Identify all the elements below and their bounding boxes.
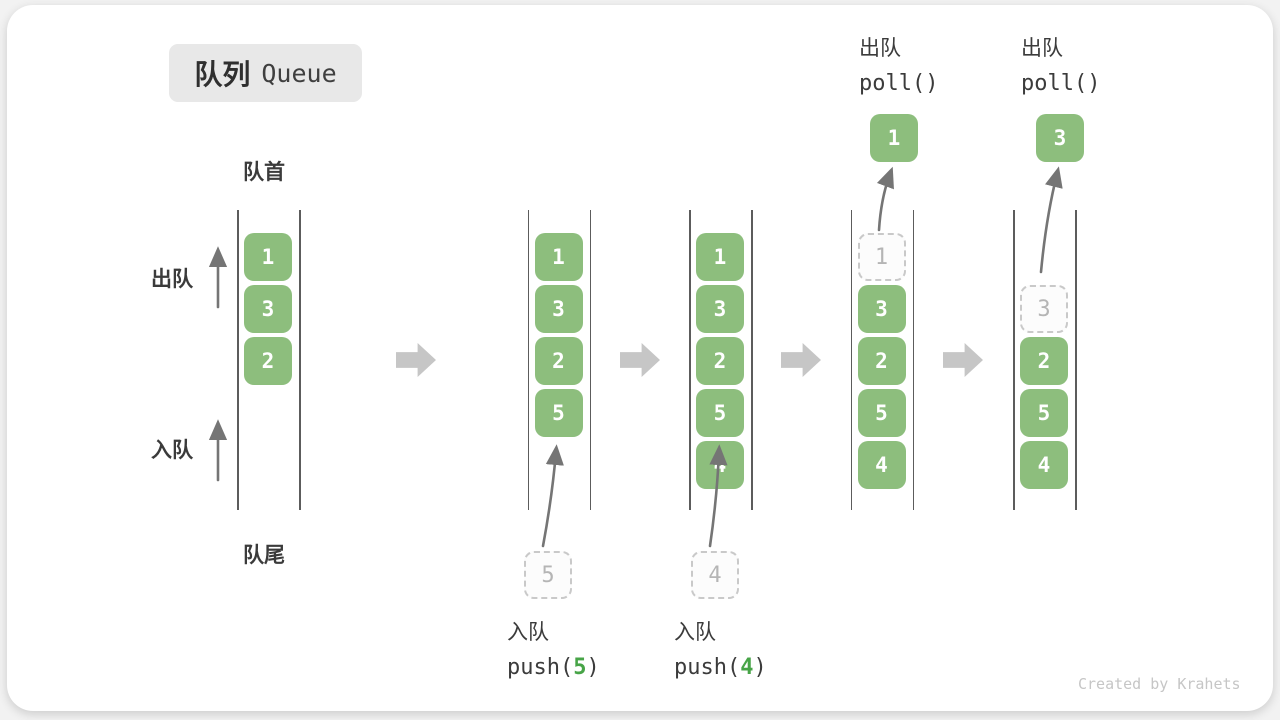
poll-annotation-1: 出队 poll() — [859, 32, 938, 96]
title-zh: 队列 — [194, 59, 251, 90]
poll-annotation-2: 出队 poll() — [1021, 32, 1100, 96]
queue-item: 3 — [857, 285, 906, 333]
queue-item: 2 — [534, 337, 583, 385]
queue-item: 1 — [534, 233, 583, 281]
queue-wall-right-1 — [299, 210, 301, 510]
queue-front-label: 队首 — [243, 161, 285, 184]
queue-wall-right-4 — [912, 210, 914, 510]
poll-code: poll() — [1021, 71, 1101, 96]
queue-item: 5 — [857, 389, 906, 437]
poll-arrow-icon-2 — [1039, 166, 1063, 274]
push-code-arg: 5 — [573, 655, 587, 680]
poll-result-box-2: 3 — [1036, 114, 1084, 162]
step-arrow-icon-2 — [620, 343, 660, 377]
queue-item-dashed: 1 — [857, 233, 906, 281]
title-box: 队列 Queue — [169, 44, 362, 102]
queue-item: 1 — [244, 233, 292, 281]
queue-wall-left-3 — [689, 210, 691, 510]
queue-item: 2 — [857, 337, 906, 385]
step-arrow-icon-1 — [396, 343, 436, 377]
queue-wall-left-1 — [237, 210, 239, 510]
queue-wall-left-2 — [527, 210, 529, 510]
push-code-pre: push( — [674, 655, 741, 680]
queue-item: 2 — [696, 337, 744, 385]
step-arrow-icon-4 — [943, 343, 983, 377]
poll-code: poll() — [859, 71, 939, 96]
push-code: push(4) — [674, 655, 767, 680]
poll-arrow-icon-1 — [876, 166, 894, 232]
queue-item: 3 — [534, 285, 583, 333]
queue-rear-label: 队尾 — [243, 544, 285, 567]
queue-wall-right-5 — [1075, 210, 1077, 510]
queue-item-dashed: 3 — [1020, 285, 1068, 333]
push-label-zh: 入队 — [674, 621, 716, 644]
poll-label-zh: 出队 — [859, 37, 901, 60]
queue-item: 1 — [696, 233, 744, 281]
push-pending-box-1: 5 — [524, 551, 572, 599]
push-annotation-2: 入队 push(4) — [674, 616, 767, 680]
push-arrow-icon-1 — [541, 444, 564, 548]
queue-item: 3 — [244, 285, 292, 333]
queue-item: 4 — [857, 441, 906, 489]
step-arrow-icon-3 — [781, 343, 821, 377]
queue-wall-left-4 — [850, 210, 852, 510]
push-label-zh: 入队 — [507, 621, 549, 644]
push-code-pre: push( — [507, 655, 574, 680]
push-code-post: ) — [586, 655, 600, 680]
title-en: Queue — [261, 58, 337, 88]
enqueue-side-label: 入队 — [151, 439, 193, 462]
queue-wall-right-3 — [751, 210, 753, 510]
queue-item: 2 — [244, 337, 292, 385]
queue-item: 2 — [1020, 337, 1068, 385]
push-code: push(5) — [507, 655, 600, 680]
push-code-arg: 4 — [740, 655, 754, 680]
push-pending-box-2: 4 — [691, 551, 739, 599]
queue-item: 5 — [534, 389, 583, 437]
poll-result-box-1: 1 — [870, 114, 918, 162]
queue-item: 5 — [696, 389, 744, 437]
queue-wall-left-5 — [1013, 210, 1015, 510]
queue-item: 4 — [1020, 441, 1068, 489]
watermark: Created by Krahets — [1078, 675, 1241, 693]
push-code-post: ) — [753, 655, 767, 680]
queue-wall-right-2 — [589, 210, 591, 510]
queue-item: 3 — [696, 285, 744, 333]
queue-item: 5 — [1020, 389, 1068, 437]
queue-item: 4 — [696, 441, 744, 489]
dequeue-side-label: 出队 — [151, 268, 193, 291]
push-annotation-1: 入队 push(5) — [507, 616, 600, 680]
poll-label-zh: 出队 — [1021, 37, 1063, 60]
